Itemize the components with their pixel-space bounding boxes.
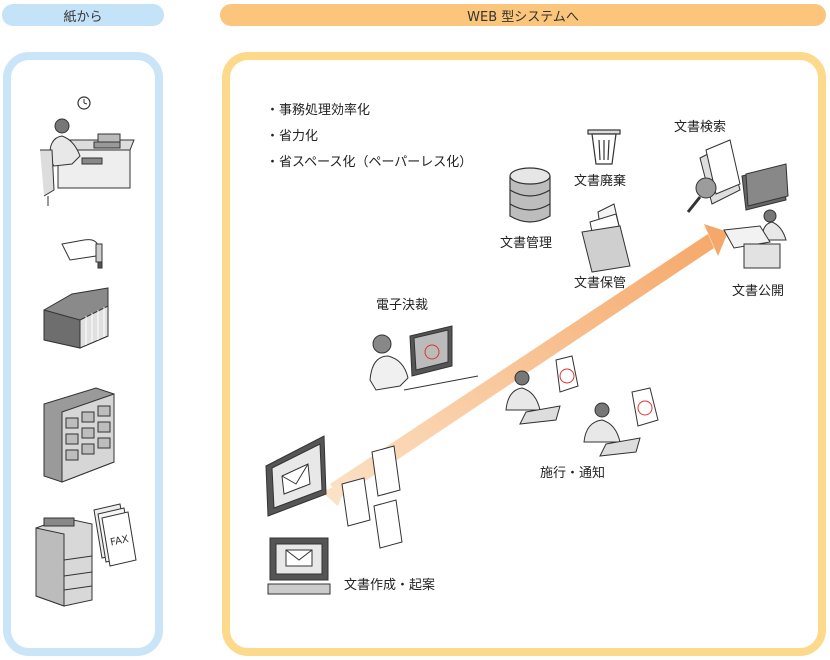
database-icon bbox=[509, 167, 551, 223]
paper-tab: 紙から bbox=[2, 4, 164, 26]
computer-terminal-icon bbox=[267, 537, 331, 595]
clock-icon bbox=[77, 96, 91, 110]
label-enforcement-notice: 施行・通知 bbox=[540, 466, 606, 481]
desktop-monitor-icon bbox=[265, 435, 327, 517]
stamp-hand-icon bbox=[61, 239, 103, 269]
label-document-search: 文書検索 bbox=[674, 120, 727, 135]
binders-icon bbox=[43, 287, 109, 349]
fax-label: FAX bbox=[109, 534, 130, 549]
search-magnifier-icon bbox=[686, 139, 741, 213]
web-system-tab: WEB 型システムへ bbox=[220, 4, 826, 26]
publisher-icon bbox=[723, 163, 789, 269]
trash-can-icon bbox=[587, 129, 621, 165]
label-document-disposal: 文書廃棄 bbox=[574, 174, 627, 189]
label-document-publish: 文書公開 bbox=[732, 284, 785, 299]
notice-worker-2-icon bbox=[583, 387, 659, 457]
benefit-item: ・省力化 bbox=[266, 129, 319, 144]
fax-papers-icon: FAX bbox=[93, 503, 137, 567]
notice-worker-1-icon bbox=[505, 355, 579, 425]
label-document-storage: 文書保管 bbox=[574, 276, 627, 291]
label-document-creation: 文書作成・起案 bbox=[344, 578, 436, 593]
approval-operator-icon bbox=[369, 325, 479, 391]
workflow-arrow bbox=[322, 224, 728, 506]
copier-icon bbox=[35, 517, 93, 607]
benefit-item: ・事務処理効率化 bbox=[266, 103, 371, 118]
benefits-list: ・事務処理効率化 ・省力化 ・省スペース化（ペーパーレス化） bbox=[266, 98, 472, 176]
folder-documents-icon bbox=[581, 203, 631, 273]
benefit-item: ・省スペース化（ペーパーレス化） bbox=[266, 155, 473, 170]
office-worker-desk-icon bbox=[40, 118, 135, 206]
label-electronic-approval: 電子決裁 bbox=[376, 298, 429, 313]
document-stack-icon bbox=[341, 445, 403, 549]
filing-cabinet-icon bbox=[43, 387, 115, 483]
label-document-management: 文書管理 bbox=[500, 236, 553, 251]
